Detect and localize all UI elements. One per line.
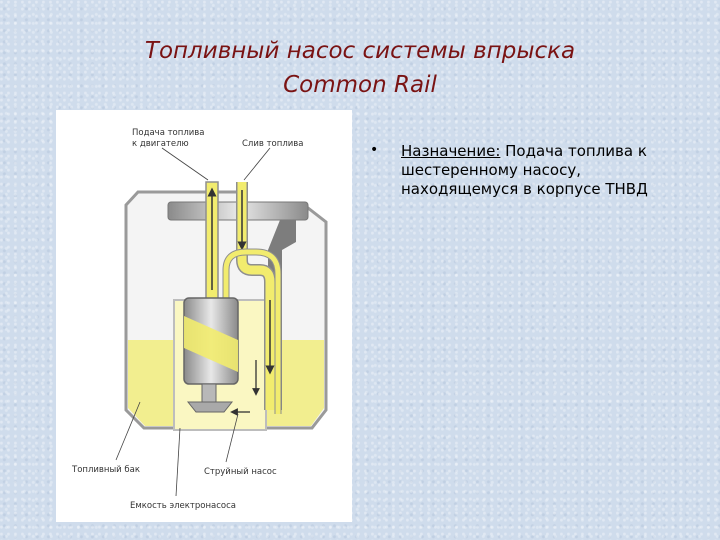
label-jet-pump: Струйный насос <box>204 467 277 477</box>
bullet-term: Назначение: <box>401 142 501 160</box>
fuel-pump-diagram: Подача топлива к двигателю Слив топлива … <box>56 110 352 522</box>
title-line-1: Топливный насос системы впрыска <box>144 38 576 64</box>
label-supply-line-1: Подача топлива <box>132 128 205 138</box>
slide-title: Топливный насос системы впрыска Common R… <box>60 34 660 102</box>
bullet-text: Назначение: Подача топлива к шестеренном… <box>401 142 696 199</box>
label-pump-reservoir: Емкость электронасоса <box>130 501 236 511</box>
label-fuel-tank: Топливный бак <box>71 465 140 475</box>
bullet-list: • Назначение: Подача топлива к шестеренн… <box>366 142 696 199</box>
bullet-marker: • <box>370 142 379 158</box>
label-fuel-return: Слив топлива <box>242 139 304 149</box>
bullet-body: Подача топлива к шестеренному насосу, на… <box>401 142 648 198</box>
bullet-item: • Назначение: Подача топлива к шестеренн… <box>366 142 696 199</box>
title-line-2: Common Rail <box>283 72 437 98</box>
fuel-pump-illustration: Подача топлива к двигателю Слив топлива … <box>71 128 328 511</box>
label-supply-line-2: к двигателю <box>132 139 189 149</box>
